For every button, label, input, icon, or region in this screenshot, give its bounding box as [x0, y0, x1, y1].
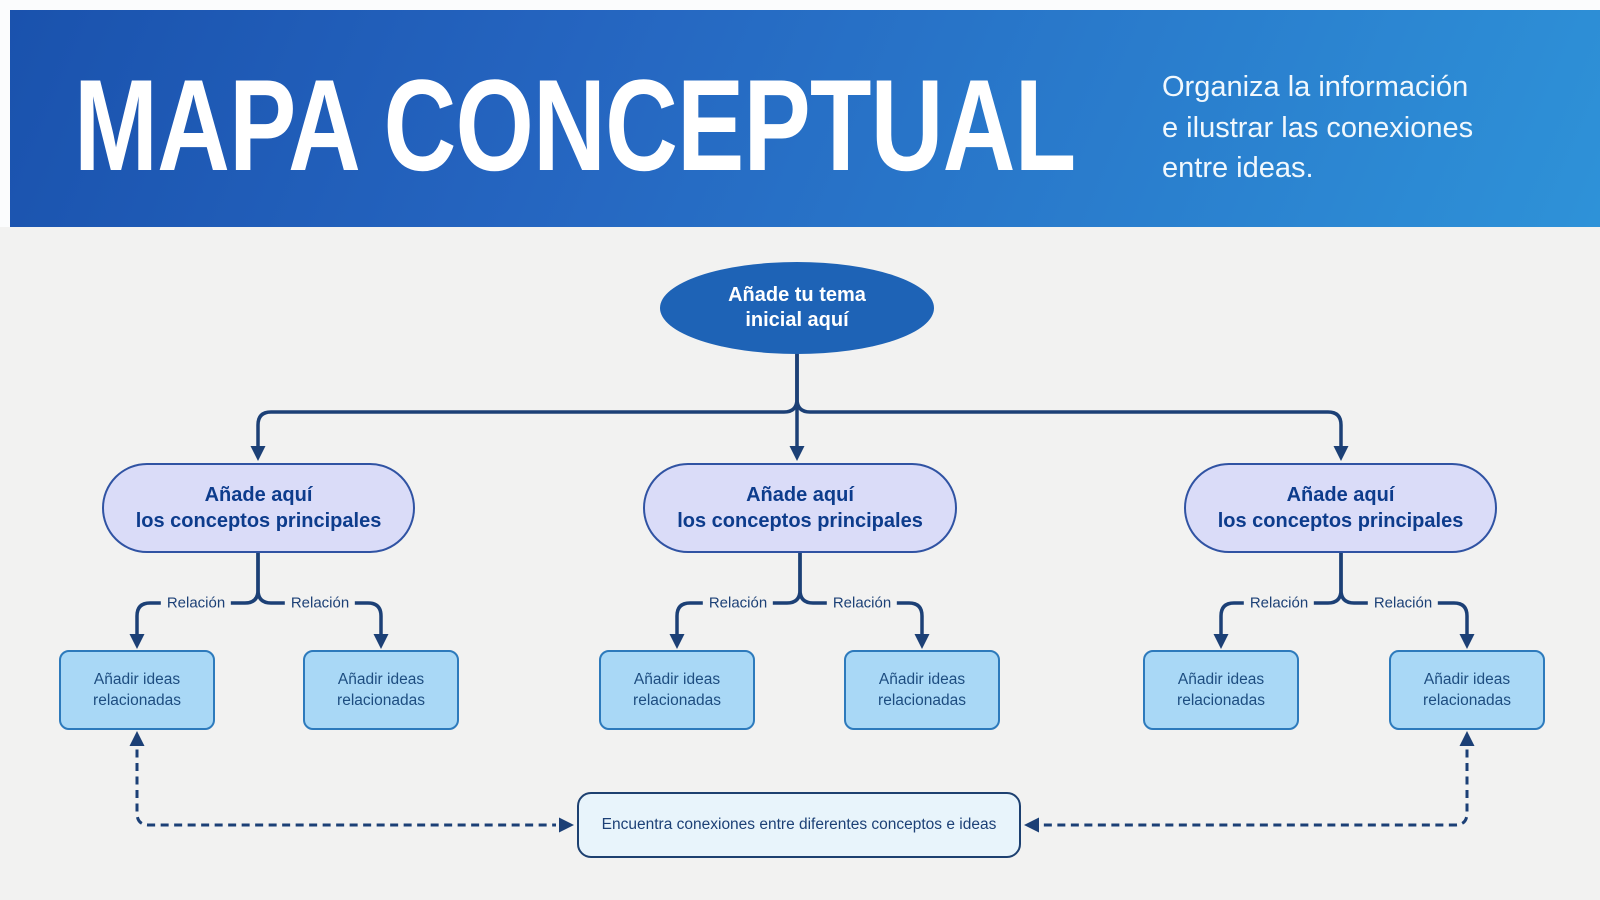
idea-node-6: Añadir ideas relacionadas: [1389, 650, 1545, 730]
connection-note-text: Encuentra conexiones entre diferentes co…: [601, 816, 997, 833]
main-concept-node-2: Añade aquí los conceptos principales: [643, 463, 957, 553]
main-concept-node-3: Añade aquí los conceptos principales: [1184, 463, 1497, 553]
arrowhead-dashed-up-left: [129, 731, 145, 746]
trunk-right-branch-line: [795, 350, 1343, 447]
idea-4-line-1: Añadir ideas: [878, 671, 966, 688]
main-concept-2-line-1: Añade aquí: [746, 484, 854, 506]
arrowhead-dashed-up-right: [1459, 731, 1475, 746]
relation-label-1: Relación: [160, 593, 232, 613]
subtitle-line-1: Organiza la información: [1162, 71, 1469, 103]
trunk-left-branch-line: [256, 350, 799, 447]
arrowhead-pill3: [1333, 446, 1349, 461]
idea-node-4: Añadir ideas relacionadas: [844, 650, 1000, 730]
idea-3-line-2: relacionadas: [633, 692, 721, 709]
main-concept-3-line-2: los conceptos principales: [1217, 510, 1464, 532]
root-topic-line-2: inicial aquí: [745, 309, 849, 331]
connection-note: Encuentra conexiones entre diferentes co…: [577, 792, 1021, 858]
idea-6-line-2: relacionadas: [1423, 692, 1511, 709]
dashed-left-connector: [135, 736, 556, 827]
idea-6-line-1: Añadir ideas: [1423, 671, 1511, 688]
main-concept-3-line-1: Añade aquí: [1286, 484, 1395, 506]
arrowhead-idea4: [914, 634, 930, 649]
relation-label-2: Relación: [284, 593, 356, 613]
subtitle-line-2: e ilustrar las conexiones: [1162, 111, 1474, 144]
idea-1-line-1: Añadir ideas: [93, 671, 181, 688]
arrowhead-idea1: [129, 634, 145, 649]
arrowhead-pill2: [789, 446, 805, 461]
page-title: MAPA CONCEPTUAL: [74, 52, 1076, 198]
idea-4-line-2: relacionadas: [878, 692, 966, 709]
main-concept-1-line-1: Añade aquí: [204, 484, 313, 506]
idea-3-line-1: Añadir ideas: [633, 671, 721, 688]
idea-node-3: Añadir ideas relacionadas: [599, 650, 755, 730]
idea-node-1: Añadir ideas relacionadas: [59, 650, 215, 730]
arrowhead-idea3: [669, 634, 685, 649]
idea-2-line-1: Añadir ideas: [337, 671, 425, 688]
dashed-right-connector: [1042, 736, 1469, 827]
main-concept-1-line-2: los conceptos principales: [135, 510, 382, 532]
main-concept-2-line-2: los conceptos principales: [677, 510, 923, 532]
root-topic-node: Añade tu tema inicial aquí: [660, 262, 934, 354]
subtitle-line-3: entre ideas.: [1162, 152, 1314, 184]
main-concept-node-1: Añade aquí los conceptos principales: [102, 463, 415, 553]
arrowhead-idea2: [373, 634, 389, 649]
idea-node-5: Añadir ideas relacionadas: [1143, 650, 1299, 730]
header-subtitle: Organiza la información e ilustrar las c…: [1162, 67, 1473, 189]
arrowhead-idea5: [1213, 634, 1229, 649]
idea-5-line-1: Añadir ideas: [1177, 671, 1265, 688]
relation-label-3: Relación: [702, 593, 774, 613]
relation-label-4: Relación: [826, 593, 898, 613]
idea-1-line-2: relacionadas: [93, 692, 181, 709]
header-banner: MAPA CONCEPTUAL Organiza la información …: [10, 10, 1600, 227]
idea-node-2: Añadir ideas relacionadas: [303, 650, 459, 730]
relation-label-6: Relación: [1367, 593, 1439, 613]
arrowhead-dashed-into-note-left: [559, 817, 574, 833]
idea-5-line-2: relacionadas: [1177, 692, 1265, 709]
idea-2-line-2: relacionadas: [337, 692, 425, 709]
relation-label-5: Relación: [1243, 593, 1315, 613]
arrowhead-idea6: [1459, 634, 1475, 649]
arrowhead-dashed-into-note-right: [1024, 817, 1039, 833]
root-topic-line-1: Añade tu tema: [728, 284, 866, 306]
arrowhead-pill1: [250, 446, 266, 461]
